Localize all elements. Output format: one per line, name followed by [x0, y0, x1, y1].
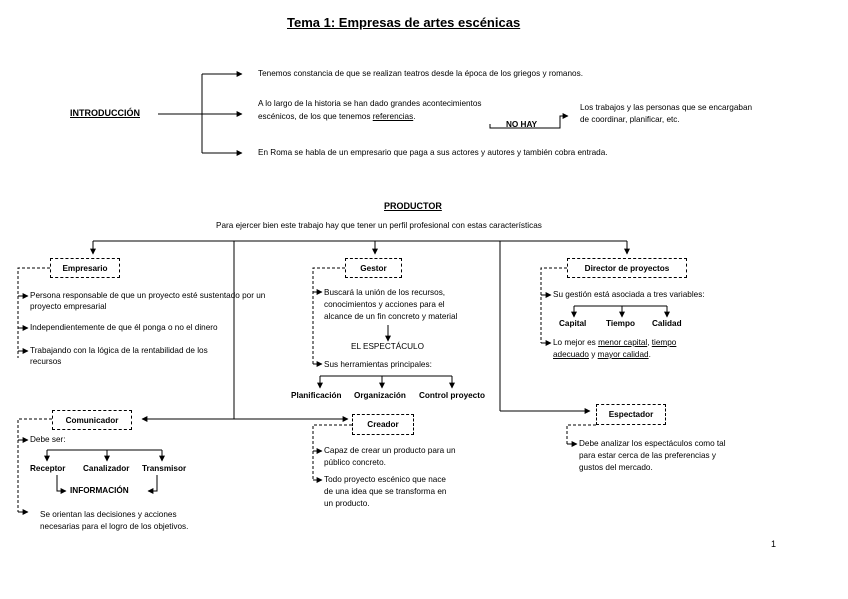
gestor-point-1-line3: alcance de un fin concreto y material	[324, 312, 458, 321]
comunicador-point-2-line2: necesarias para el logro de los objetivo…	[40, 522, 189, 531]
empresario-point-3-line2: recursos	[30, 357, 62, 366]
director-best-line2: adecuado y mayor calidad.	[553, 350, 651, 359]
comunicador-role-transmisor: Transmisor	[142, 464, 187, 473]
director-var-capital: Capital	[559, 319, 587, 328]
comunicador-role-canalizador: Canalizador	[83, 464, 130, 473]
comunicador-point-2-line1: Se orientan las decisiones y acciones	[40, 510, 177, 519]
director-best-line1: Lo mejor es menor capital, tiempo	[553, 338, 677, 347]
gestor-point-1-line1: Buscará la unión de los recursos,	[324, 288, 446, 297]
gestor-box: Gestor	[345, 258, 402, 278]
comunicador-debe-ser: Debe ser:	[30, 435, 66, 444]
empresario-point-1-line1: Persona responsable de que un proyecto e…	[30, 291, 266, 300]
creador-point-1-line1: Capaz de crear un producto para un	[324, 446, 456, 455]
intro-item-1: Tenemos constancia de que se realizan te…	[258, 69, 583, 78]
intro-side-line2: de coordinar, planificar, etc.	[580, 115, 680, 124]
creador-box: Creador	[352, 414, 414, 435]
espectador-point-1-line3: gustos del mercado.	[579, 463, 653, 472]
creador-point-1-line2: público concreto.	[324, 458, 386, 467]
intro-label: INTRODUCCIÓN	[70, 108, 140, 118]
gestor-tool-planificacion: Planificación	[291, 391, 342, 400]
gestor-espectaculo: EL ESPECTÁCULO	[351, 342, 424, 351]
director-box: Director de proyectos	[567, 258, 687, 278]
creador-point-2-line2: de una idea que se transforma en	[324, 487, 447, 496]
comunicador-informacion: INFORMACIÓN	[70, 486, 129, 495]
creador-point-2-line1: Todo proyecto escénico que nace	[324, 475, 446, 484]
espectador-point-1-line1: Debe analizar los espectáculos como tal	[579, 439, 726, 448]
director-var-calidad: Calidad	[652, 319, 682, 328]
gestor-tool-control: Control proyecto	[419, 391, 485, 400]
intro-item-3: En Roma se habla de un empresario que pa…	[258, 148, 608, 157]
comunicador-box: Comunicador	[52, 410, 132, 430]
empresario-point-2: Independientemente de que él ponga o no …	[30, 323, 218, 332]
director-var-tiempo: Tiempo	[606, 319, 635, 328]
empresario-point-3-line1: Trabajando con la lógica de la rentabili…	[30, 346, 208, 355]
intro-side-line1: Los trabajos y las personas que se encar…	[580, 103, 753, 112]
no-hay-arrow	[489, 113, 569, 129]
empresario-point-1-line2: proyecto empresarial	[30, 302, 107, 311]
page-title: Tema 1: Empresas de artes escénicas	[287, 15, 521, 30]
comunicador-role-receptor: Receptor	[30, 464, 66, 473]
gestor-point-1-line2: conocimientos y acciones para el	[324, 300, 445, 309]
productor-heading: PRODUCTOR	[384, 201, 442, 211]
gestor-tools-intro: Sus herramientas principales:	[324, 360, 432, 369]
director-intro: Su gestión está asociada a tres variable…	[553, 290, 705, 299]
empresario-box: Empresario	[50, 258, 120, 278]
no-hay-label: NO HAY	[506, 120, 538, 129]
intro-item-2-line1: A lo largo de la historia se han dado gr…	[258, 99, 482, 108]
espectador-point-1-line2: para estar cerca de las preferencias y	[579, 451, 716, 460]
gestor-tool-organizacion: Organización	[354, 391, 406, 400]
creador-point-2-line3: un producto.	[324, 499, 370, 508]
intro-item-2-line2: escénicos, de los que tenemos referencia…	[258, 112, 416, 121]
productor-subtitle: Para ejercer bien este trabajo hay que t…	[216, 221, 542, 230]
espectador-box: Espectador	[596, 404, 666, 425]
referencias-link: referencias	[372, 112, 414, 121]
page-number: 1	[771, 539, 777, 549]
